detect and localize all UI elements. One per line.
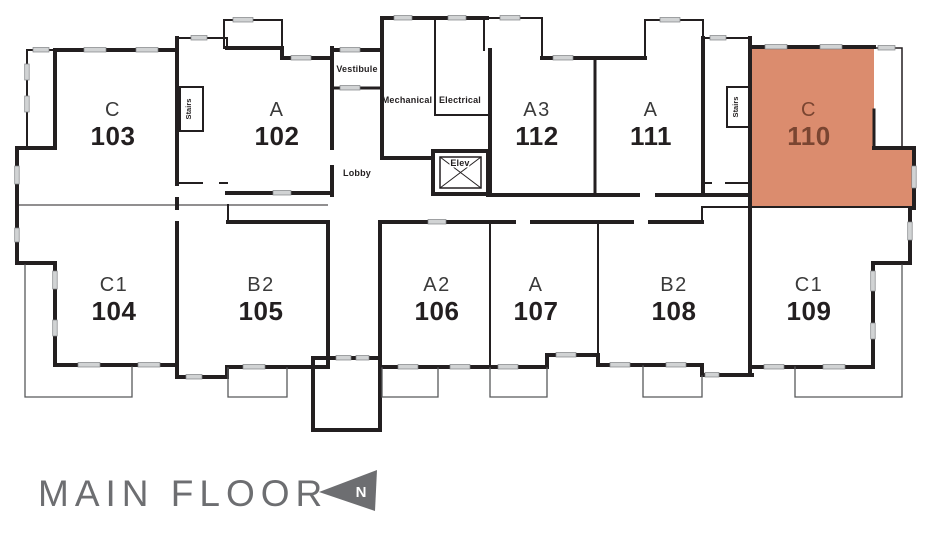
unit-103-hotspot[interactable] xyxy=(55,50,177,205)
window-markers xyxy=(14,15,917,380)
unit-110-hotspot[interactable] xyxy=(752,47,914,208)
unit-104-hotspot[interactable] xyxy=(17,207,177,365)
room-labels: Vestibule Mechanical Electrical Lobby El… xyxy=(184,64,740,178)
unit-111-hotspot[interactable] xyxy=(595,50,703,195)
unit-102-number: 102 xyxy=(255,121,300,151)
unit-112-number: 112 xyxy=(515,121,558,151)
unit-107-hotspot[interactable] xyxy=(490,222,598,367)
unit-110-number: 110 xyxy=(787,121,830,151)
unit-104-type: C1 xyxy=(100,274,129,296)
door-gaps xyxy=(173,150,725,226)
unit-109-hotspot[interactable] xyxy=(750,208,873,367)
unit-103-type: C xyxy=(105,99,121,121)
unit-108-number: 108 xyxy=(652,296,697,326)
unit-110-bay-notch xyxy=(874,48,902,148)
unit-102-type: A xyxy=(270,99,285,121)
unit-105-type: B2 xyxy=(247,274,274,296)
balcony-outlines xyxy=(24,264,903,398)
lobby-label: Lobby xyxy=(343,168,371,178)
unit-labels: C 103 A 102 A3 112 A 111 C 110 C1 104 B2… xyxy=(91,99,832,326)
unit-106-hotspot[interactable] xyxy=(380,222,490,367)
electrical-label: Electrical xyxy=(439,95,481,105)
unit-107-type: A xyxy=(529,274,544,296)
stairs-left-label: Stairs xyxy=(184,99,193,120)
north-compass: N xyxy=(319,470,377,511)
stairs-right-label: Stairs xyxy=(731,97,740,118)
unit-111-type: A xyxy=(644,99,659,121)
vestibule-label: Vestibule xyxy=(336,64,377,74)
unit-104-number: 104 xyxy=(92,296,137,326)
unit-108-type: B2 xyxy=(660,274,687,296)
unit-112-hotspot[interactable] xyxy=(490,58,595,195)
unit-105-hotspot[interactable] xyxy=(177,207,328,367)
unit-103-number: 103 xyxy=(91,121,136,151)
unit-105-number: 105 xyxy=(239,296,284,326)
mechanical-label: Mechanical xyxy=(382,95,433,105)
unit-106-number: 106 xyxy=(415,296,460,326)
elevator-label: Elev xyxy=(450,158,469,168)
unit-110-type: C xyxy=(801,99,817,121)
unit-107-number: 107 xyxy=(514,296,559,326)
unit-109-number: 109 xyxy=(787,296,832,326)
elevator-shaft xyxy=(431,149,490,196)
compass-letter: N xyxy=(356,484,367,501)
stairs-right-box xyxy=(726,86,751,128)
floor-title: MAIN FLOOR xyxy=(38,473,328,514)
floorplan-walls xyxy=(15,16,916,432)
unit-109-type: C1 xyxy=(795,274,824,296)
unit-108-hotspot[interactable] xyxy=(598,222,750,365)
unit-106-type: A2 xyxy=(423,274,450,296)
unit-112-type: A3 xyxy=(523,99,550,121)
unit-110-highlight-region[interactable] xyxy=(752,45,914,208)
unit-111-number: 111 xyxy=(630,121,672,151)
north-arrow-icon xyxy=(319,470,377,511)
unit-102-hotspot[interactable] xyxy=(227,48,332,193)
stairs-left-box xyxy=(179,86,204,132)
